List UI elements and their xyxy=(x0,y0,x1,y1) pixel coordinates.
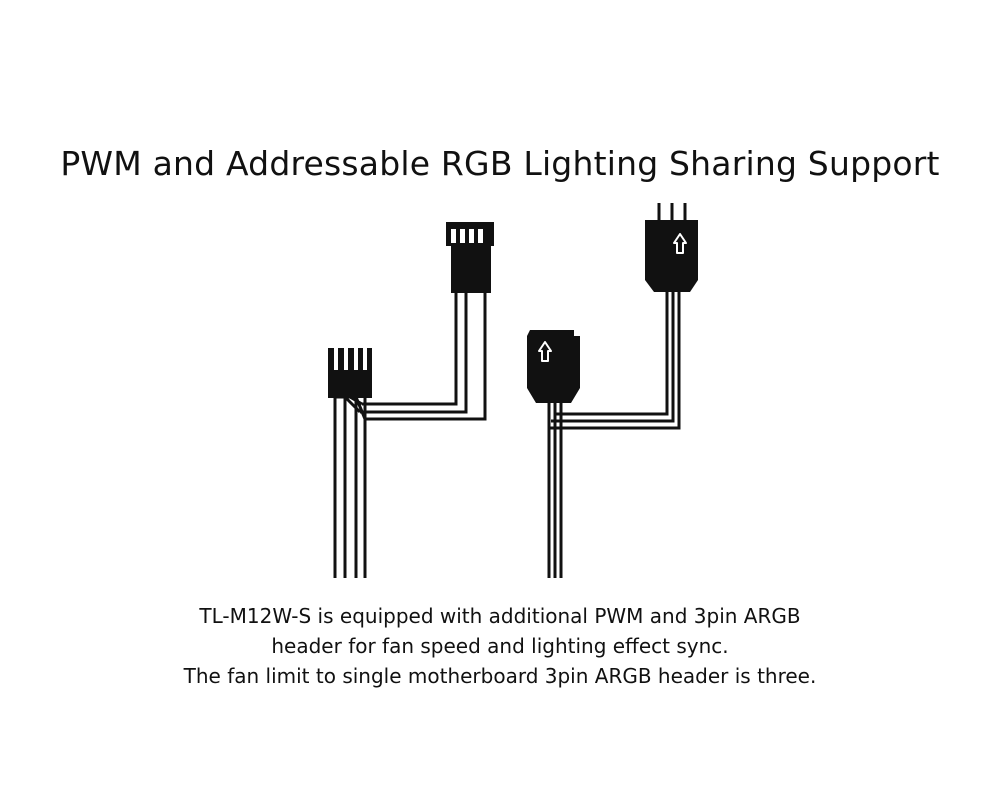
pwm-wire-2 xyxy=(360,290,468,414)
argb-cable xyxy=(547,203,687,578)
pwm-male-connector xyxy=(328,348,372,398)
description-line-2: header for fan speed and lighting effect… xyxy=(271,634,729,658)
up-arrow-icon xyxy=(538,341,552,362)
page-title: PWM and Addressable RGB Lighting Sharing… xyxy=(60,144,940,183)
pwm-wire-1 xyxy=(362,290,458,406)
up-arrow-icon xyxy=(673,233,687,254)
description-line-1: TL-M12W-S is equipped with additional PW… xyxy=(199,604,801,628)
argb-male-connector xyxy=(645,220,698,292)
argb-wire-2 xyxy=(551,290,675,423)
description: TL-M12W-S is equipped with additional PW… xyxy=(0,601,1000,691)
pwm-cable xyxy=(333,290,487,578)
pwm-wire-3 xyxy=(365,290,487,421)
pwm-female-connector xyxy=(446,222,494,293)
argb-wire-3 xyxy=(549,290,681,430)
description-line-3: The fan limit to single motherboard 3pin… xyxy=(183,664,817,688)
argb-female-connector xyxy=(527,330,580,403)
argb-wire-1 xyxy=(555,290,669,416)
